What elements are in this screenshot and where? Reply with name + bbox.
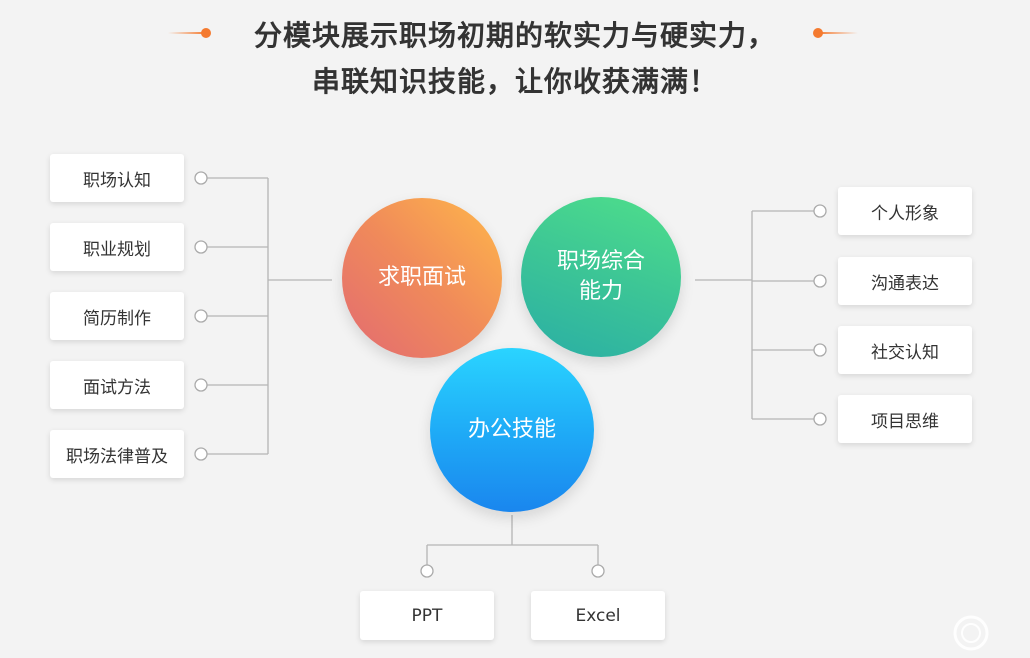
topic-interview-methods: 面试方法: [50, 361, 184, 409]
topic-project-thinking: 项目思维: [838, 395, 972, 443]
topic-workplace-awareness: 职场认知: [50, 154, 184, 202]
title-decoration-right: [813, 28, 858, 38]
module-workplace-ability: 职场综合能力: [521, 197, 681, 357]
module-workplace-ability-label-2: 能力: [578, 279, 623, 304]
module-job-interview-label: 求职面试: [377, 265, 466, 290]
module-office-skills: 办公技能: [430, 348, 594, 512]
topic-resume-writing: 简历制作: [50, 292, 184, 340]
module-office-skills-label: 办公技能: [467, 417, 556, 442]
topic-career-planning: 职业规划: [50, 223, 184, 271]
globe-icon: [953, 615, 989, 651]
headline-line-1: 分模块展示职场初期的软实力与硬实力，: [253, 19, 776, 52]
watermark-logo: [916, 615, 1026, 654]
title-decoration-left: [168, 28, 211, 38]
topic-ppt: PPT: [360, 591, 494, 640]
topic-personal-image: 个人形象: [838, 187, 972, 235]
module-job-interview: 求职面试: [342, 198, 502, 358]
headline-line-2: 串联知识技能，让你收获满满！: [311, 65, 718, 98]
topic-excel: Excel: [531, 591, 665, 640]
topic-social-awareness: 社交认知: [838, 326, 972, 374]
module-workplace-ability-label-1: 职场综合: [556, 249, 645, 274]
topic-communication: 沟通表达: [838, 257, 972, 305]
connector-nodes: [194, 171, 827, 578]
topic-workplace-law: 职场法律普及: [50, 430, 184, 478]
